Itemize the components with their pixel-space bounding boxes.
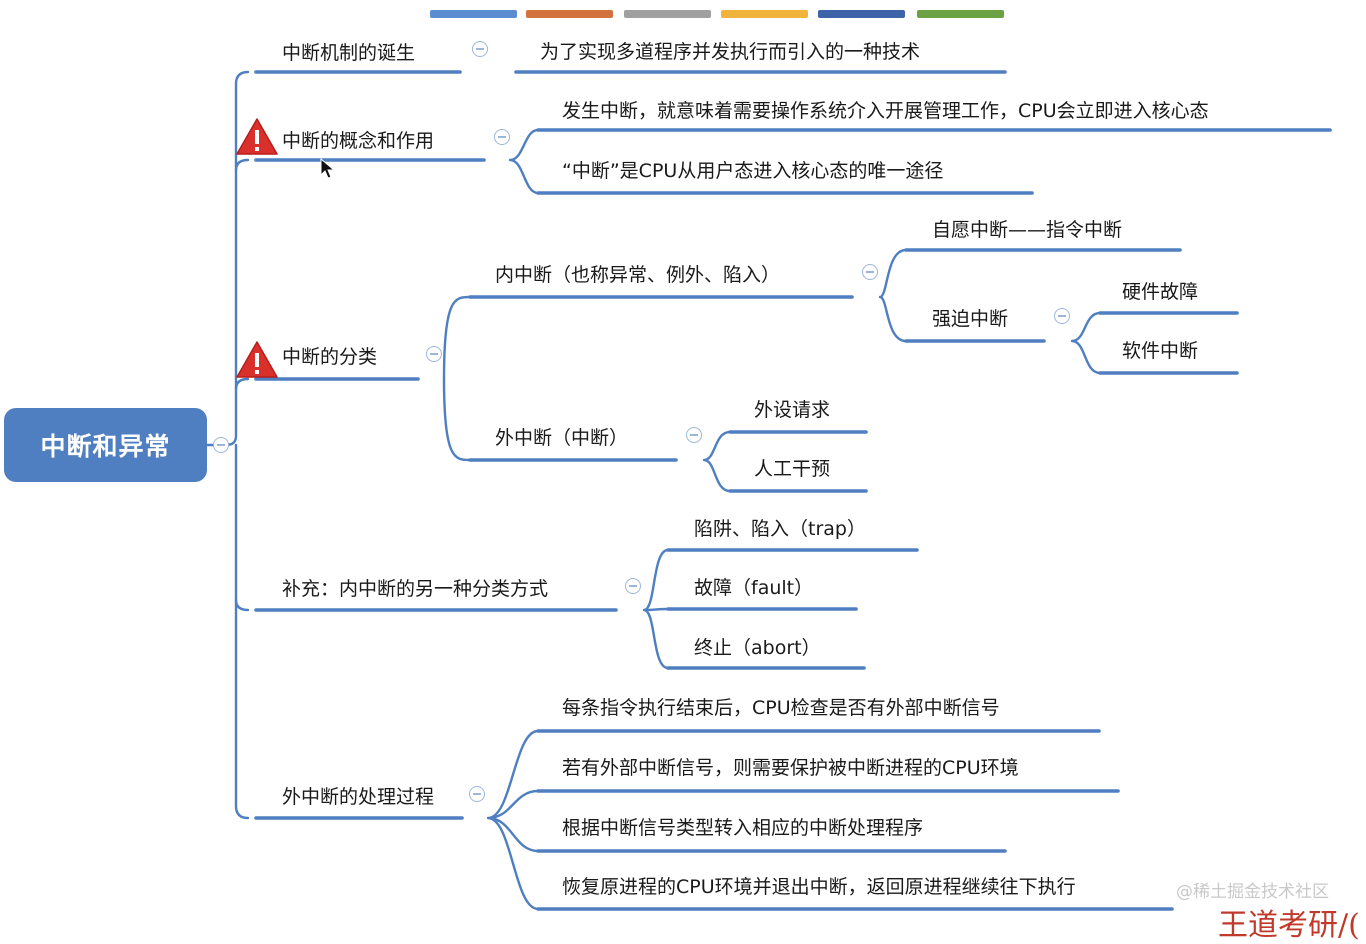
node-internal-interrupt[interactable]: 内中断（也称异常、例外、陷入） (495, 264, 781, 286)
theme-swatch-yellow[interactable] (721, 10, 808, 18)
node-software-interrupt[interactable]: 软件中断 (1122, 340, 1199, 362)
brand-text: 王道考研/( (1218, 908, 1360, 943)
collapse-concept-button[interactable] (494, 129, 510, 145)
mindmap-connectors (205, 70, 1332, 911)
collapse-classification-button[interactable] (426, 346, 442, 362)
node-process-step[interactable]: 恢复原进程的CPU环境并退出中断，返回原进程继续往下执行 (562, 876, 1076, 898)
root-label: 中断和异常 (40, 432, 171, 461)
connector-supplement-children (642, 548, 670, 670)
node-forced-interrupt[interactable]: 强迫中断 (932, 308, 1009, 330)
node-birth[interactable]: 中断机制的诞生 (282, 42, 416, 64)
node-manual-intervention[interactable]: 人工干预 (754, 458, 831, 480)
node-concept-detail[interactable]: 发生中断，就意味着需要操作系统介入开展管理工作，CPU会立即进入核心态 (562, 100, 1209, 122)
connector-supplement (234, 598, 250, 612)
root-node[interactable]: 中断和异常 (4, 408, 207, 482)
connector-classification-children (442, 295, 472, 462)
connector-external-children (702, 430, 732, 493)
connector-concept (234, 158, 250, 172)
node-concept-detail[interactable]: “中断”是CPU从用户态进入核心态的唯一途径 (562, 160, 944, 182)
node-supplement[interactable]: 补充：内中断的另一种分类方式 (282, 578, 549, 600)
collapse-external-button[interactable] (686, 427, 702, 443)
node-concept[interactable]: 中断的概念和作用 (282, 130, 435, 152)
warning-icon (236, 118, 278, 155)
spine-connector (205, 70, 250, 447)
node-classification[interactable]: 中断的分类 (282, 346, 378, 368)
node-peripheral-request[interactable]: 外设请求 (754, 399, 831, 421)
node-external-interrupt[interactable]: 外中断（中断） (495, 427, 629, 449)
warning-icon (236, 341, 278, 378)
node-external-process[interactable]: 外中断的处理过程 (282, 786, 435, 808)
connector-classification (234, 377, 250, 391)
node-birth-detail[interactable]: 为了实现多道程序并发执行而引入的一种技术 (540, 41, 921, 63)
node-fault[interactable]: 故障（fault） (694, 577, 814, 599)
theme-swatch-orange[interactable] (526, 10, 613, 18)
watermark-text: @稀土掘金技术社区 (1176, 882, 1329, 902)
mouse-cursor-icon (320, 158, 336, 179)
collapse-internal-button[interactable] (862, 264, 878, 280)
theme-swatch-gray[interactable] (624, 10, 711, 18)
spine-connector-lower (234, 443, 250, 820)
connector-internal-children (878, 248, 908, 343)
theme-swatch-green[interactable] (917, 10, 1004, 18)
node-process-step[interactable]: 每条指令执行结束后，CPU检查是否有外部中断信号 (562, 697, 1000, 719)
connector-process-steps (486, 729, 540, 911)
collapse-birth-button[interactable] (472, 41, 488, 57)
node-abort[interactable]: 终止（abort） (694, 637, 821, 659)
connector-concept-details (508, 128, 540, 195)
node-process-step[interactable]: 根据中断信号类型转入相应的中断处理程序 (562, 817, 924, 839)
collapse-supplement-button[interactable] (625, 578, 641, 594)
node-process-step[interactable]: 若有外部中断信号，则需要保护被中断进程的CPU环境 (562, 757, 1019, 779)
node-voluntary-interrupt[interactable]: 自愿中断——指令中断 (932, 219, 1123, 241)
node-trap[interactable]: 陷阱、陷入（trap） (694, 518, 866, 540)
node-hardware-fault[interactable]: 硬件故障 (1122, 281, 1199, 303)
connector-forced-children (1070, 311, 1102, 375)
theme-swatch-blue[interactable] (430, 10, 517, 18)
theme-swatch-navy[interactable] (818, 10, 905, 18)
collapse-root-button[interactable] (213, 437, 229, 453)
collapse-forced-button[interactable] (1054, 308, 1070, 324)
collapse-external-process-button[interactable] (469, 786, 485, 802)
